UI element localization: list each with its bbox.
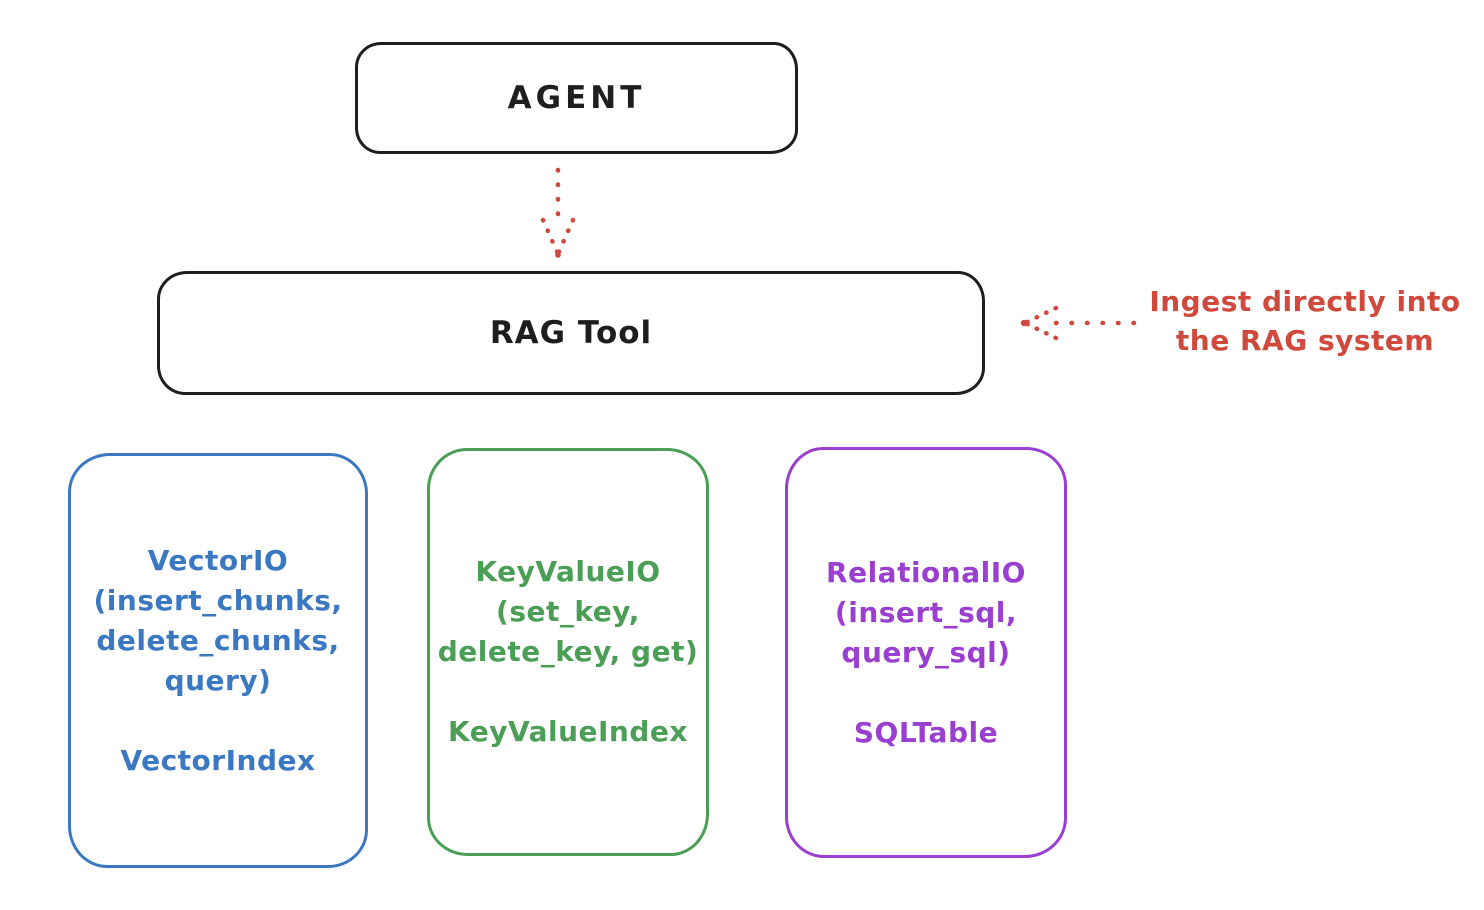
ingest-annotation-line1: Ingest directly into: [1149, 285, 1461, 318]
dotted-arrow-down-icon: [540, 167, 576, 258]
backend-index-label: KeyValueIndex: [448, 715, 688, 748]
backend-node-keyvalue-io: KeyValueIO (set_key, delete_key, get) Ke…: [427, 448, 709, 856]
agent-node: AGENT: [355, 42, 798, 154]
backend-io-line: RelationalIO: [826, 555, 1026, 589]
backend-io-line: (insert_sql,: [834, 595, 1018, 629]
backend-io-line: query): [164, 663, 272, 697]
backend-node-vector-io: VectorIO (insert_chunks, delete_chunks, …: [68, 453, 368, 868]
backend-index-label: VectorIndex: [120, 743, 316, 777]
backend-index-label: SQLTable: [853, 715, 999, 749]
backend-io-line: (set_key,: [496, 595, 640, 628]
rag-tool-node: RAG Tool: [157, 271, 985, 395]
backend-io-line: delete_key, get): [437, 635, 699, 668]
agent-label: AGENT: [507, 80, 646, 116]
rag-tool-label: RAG Tool: [489, 315, 653, 351]
ingest-annotation-line2: the RAG system: [1175, 324, 1435, 357]
backend-io-line: query_sql): [841, 635, 1011, 669]
backend-io-lines: RelationalIO (insert_sql, query_sql): [826, 553, 1026, 673]
backend-io-line: (insert_chunks,: [93, 583, 343, 617]
backend-io-lines: VectorIO (insert_chunks, delete_chunks, …: [94, 541, 343, 701]
backend-node-relational-io: RelationalIO (insert_sql, query_sql) SQL…: [785, 447, 1067, 858]
backend-io-lines: KeyValueIO (set_key, delete_key, get): [438, 552, 699, 672]
ingest-annotation: Ingest directly into the RAG system: [1130, 282, 1480, 360]
dotted-arrow-left-icon: [1020, 305, 1137, 341]
backend-io-line: KeyValueIO: [475, 555, 661, 588]
backend-io-line: delete_chunks,: [96, 623, 340, 657]
backend-io-line: VectorIO: [147, 543, 289, 577]
